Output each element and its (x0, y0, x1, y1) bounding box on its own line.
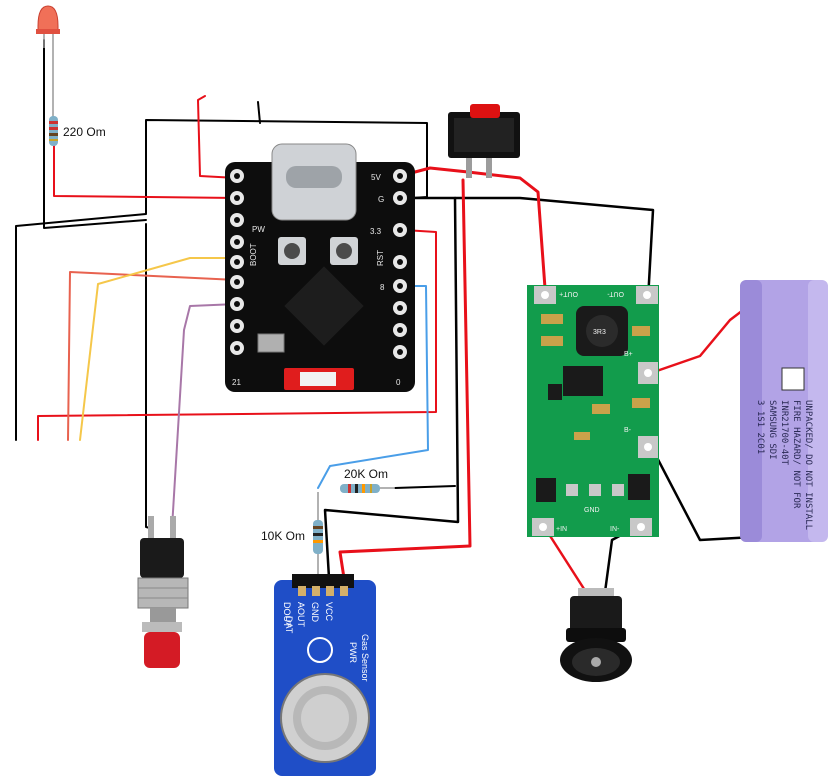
ic-chip-icon (563, 366, 603, 396)
waveshare-logo-icon (307, 637, 333, 663)
sensor-pin-aout: AOUT (296, 602, 306, 628)
wire-blue-adc (317, 285, 429, 489)
wire-black-20k-ground (394, 485, 456, 489)
battery-text-5: UNPACKED/ DO NOT INSTALL (803, 400, 813, 530)
rocker-switch[interactable] (448, 104, 520, 178)
wire-red-top-loop (197, 95, 238, 179)
esp32-chip-icon (284, 266, 364, 346)
resistor-220-icon (49, 116, 58, 146)
label-10k-ohm: 10K Om (261, 529, 305, 543)
label-in-minus: IN- (610, 526, 620, 533)
pin-label-boot: BOOT (249, 243, 258, 266)
label-out-minus: OUT- (607, 290, 624, 297)
wire-red-33v (37, 229, 437, 441)
sensor-led-dat: DAT (284, 616, 294, 634)
dc-jack (560, 588, 632, 682)
battery-text-4: FIRE HAZARD/ NOT FOR (791, 400, 801, 509)
wire-red-jack (543, 526, 588, 594)
sensor-pin-gnd: GND (310, 602, 320, 623)
label-gnd: GND (584, 507, 600, 514)
sensor-led-pwr: PWR (348, 642, 358, 663)
wire-yellow-boot (79, 257, 238, 441)
wire-salmon-gpio (67, 271, 238, 441)
pin-label-5v: 5V (371, 173, 381, 182)
push-button[interactable] (137, 516, 189, 668)
label-b-plus: B+ (624, 351, 633, 358)
battery-21700: INR21700-40T SAMSUNG SDI 3 1S1 2C01 FIRE… (740, 280, 828, 542)
sensor-pin-vcc: VCC (324, 602, 334, 622)
wire-black-led-cathode (43, 39, 147, 229)
pin-label-pw: PW (252, 225, 265, 234)
charger-module: OUT+ OUT- 3R3 B+ B- GND +IN IN- (527, 285, 659, 537)
battery-text-1: INR21700-40T (779, 400, 789, 466)
label-inductor: 3R3 (593, 329, 606, 336)
label-20k-ohm: 20K Om (344, 467, 388, 481)
battery-text-2: SAMSUNG SDI (767, 400, 777, 460)
label-in-plus: +IN (556, 526, 567, 533)
pin-label-g: G (378, 195, 384, 204)
label-out-plus: OUT+ (559, 290, 578, 297)
pin-label-rst: RST (376, 250, 385, 266)
qr-code-icon (781, 367, 805, 391)
label-220-ohm: 220 Om (63, 125, 106, 139)
wire-black-to-charger (410, 196, 655, 302)
wire-red-5v-sensor (338, 178, 472, 580)
pin-label-0: 0 (396, 378, 401, 387)
gas-sensor-module: DOUT AOUT GND VCC DAT PWR Gas Sensor (274, 574, 376, 776)
esp32-c3-board: PW BOOT RST 5V G 3.3 8 21 0 (225, 143, 415, 392)
pin-label-8: 8 (380, 283, 385, 292)
sensor-title: Gas Sensor (360, 634, 370, 682)
red-led (36, 5, 60, 120)
wire-black-g-to-sensor (323, 196, 460, 580)
label-b-minus: B- (624, 427, 632, 434)
resistor-10k-icon (313, 492, 323, 580)
pin-label-21: 21 (232, 378, 241, 387)
pin-label-33: 3.3 (370, 227, 382, 236)
wire-red-led-anode (53, 145, 238, 199)
wire-purple-button (171, 303, 238, 529)
wire-red-5v-switch (398, 166, 547, 290)
sensor-pin-dout: DOUT (282, 602, 292, 628)
resistor-20k-icon (340, 484, 395, 493)
battery-text-3: 3 1S1 2C01 (755, 400, 765, 454)
